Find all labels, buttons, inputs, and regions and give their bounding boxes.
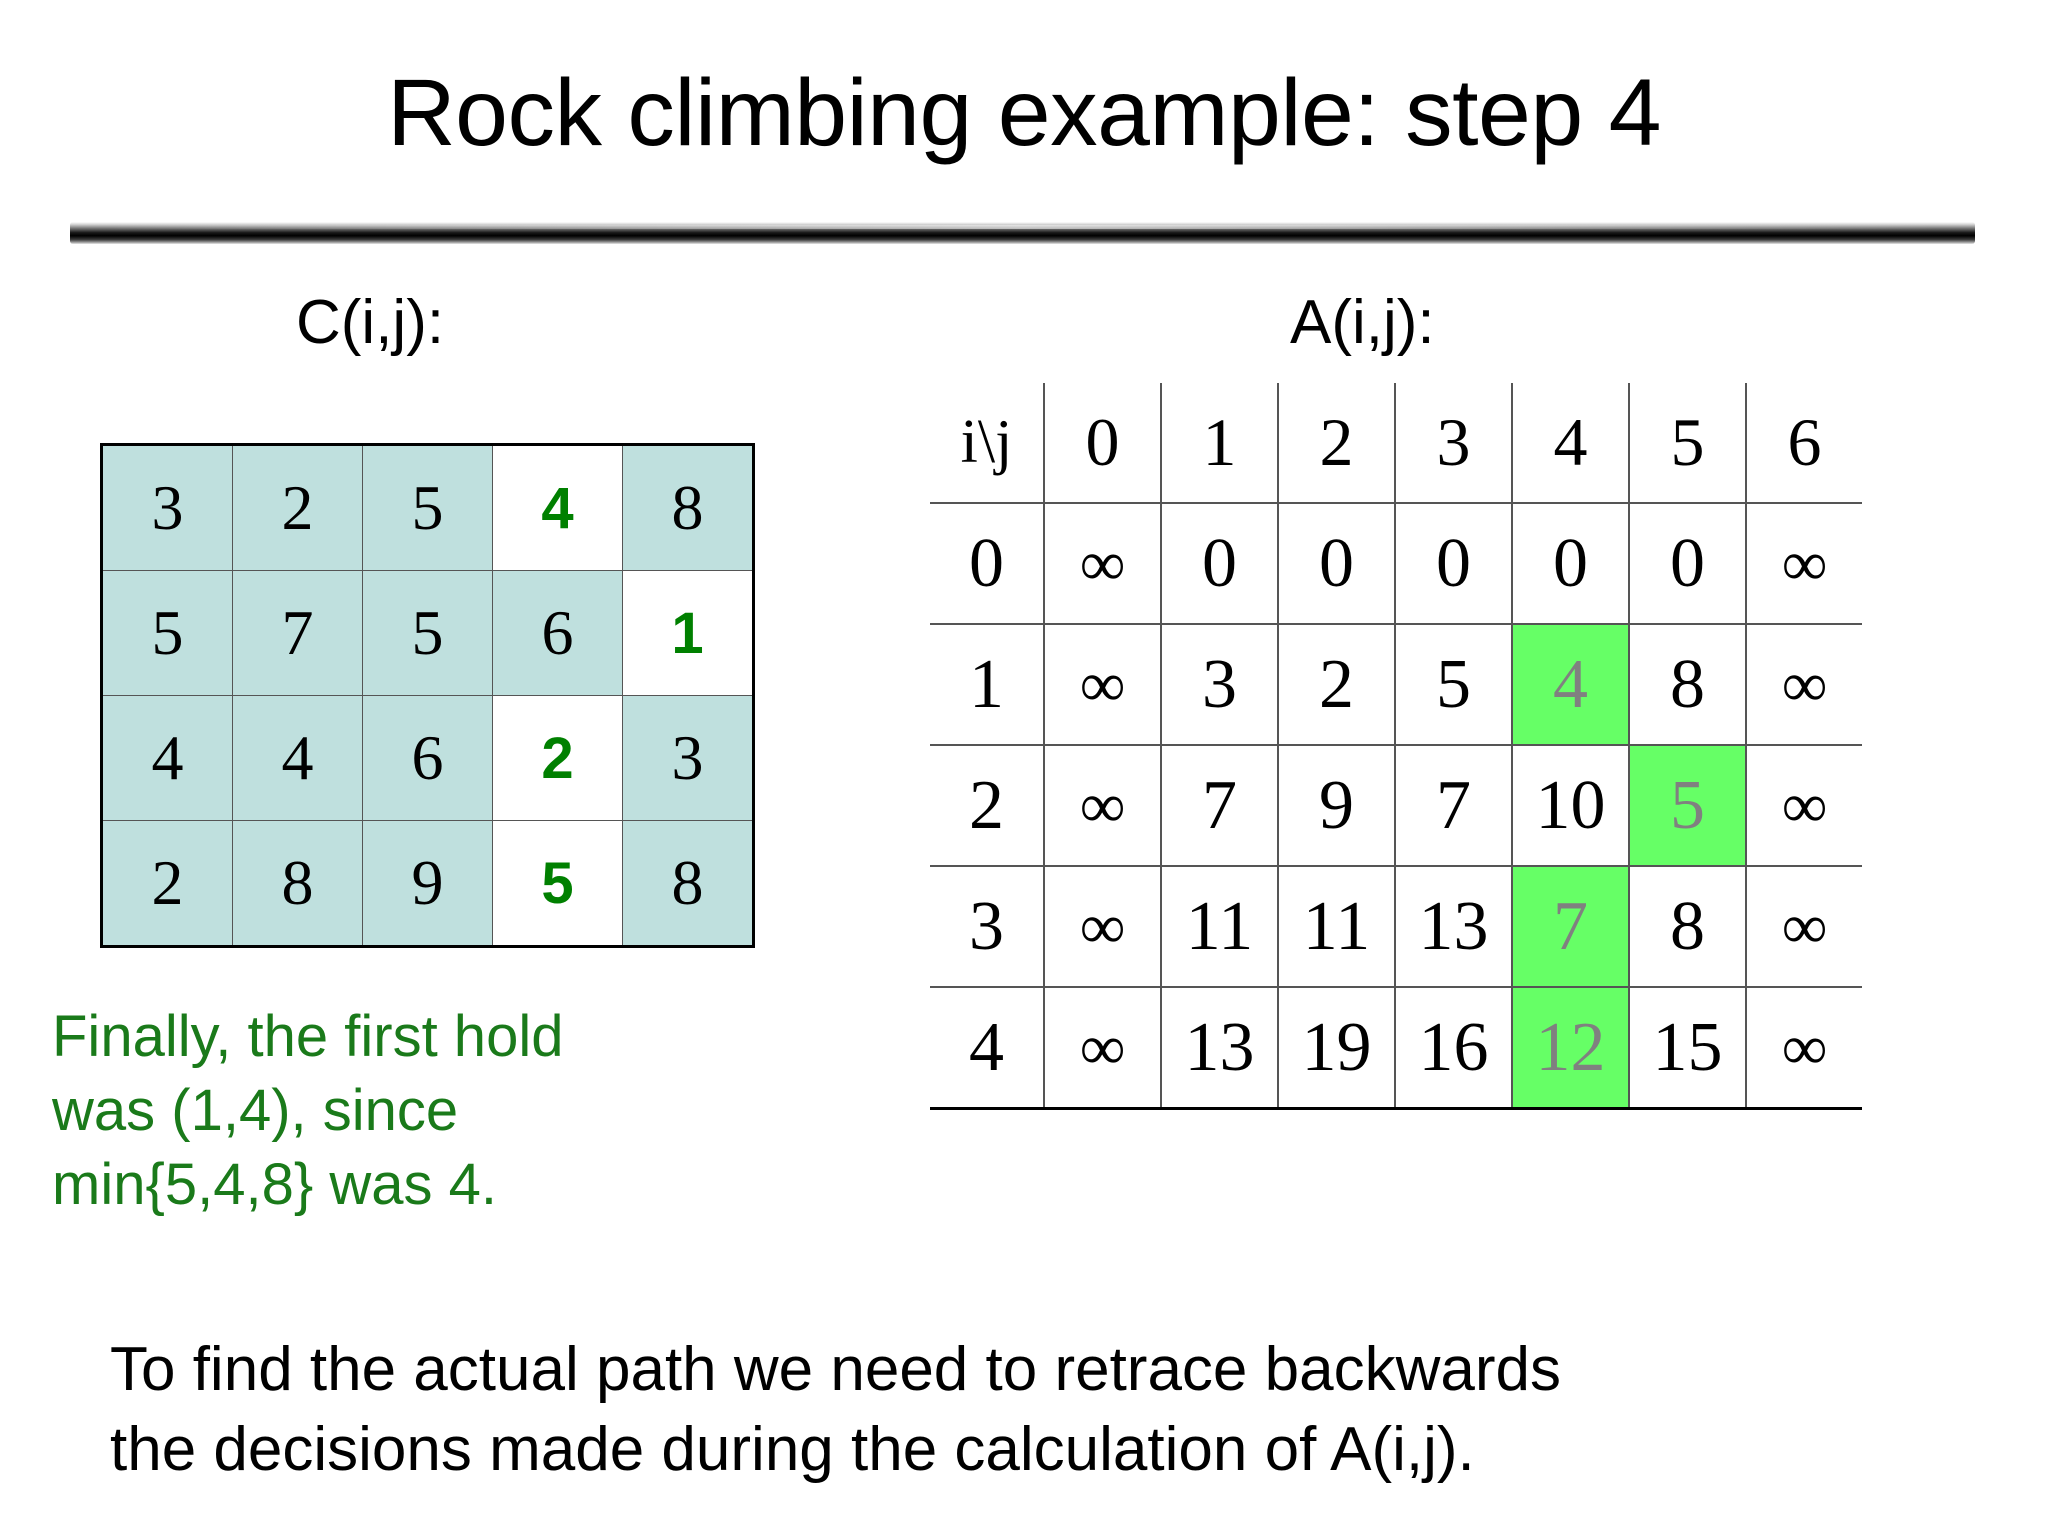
c-matrix-cell-2-4: 1 xyxy=(622,570,754,696)
c-matrix-cell-3-0: 4 xyxy=(101,695,233,821)
bottom-note-line-1: To find the actual path we need to retra… xyxy=(110,1335,1561,1404)
caption-line-2: was (1,4), since xyxy=(52,1078,459,1143)
a-matrix-cell-1-0: ∞ xyxy=(1043,624,1162,746)
a-matrix-cell-1-3: 5 xyxy=(1394,624,1513,746)
a-matrix-cell-4-0: ∞ xyxy=(1043,987,1162,1110)
a-matrix-cell-3-2: 11 xyxy=(1277,866,1396,988)
a-matrix-col-header-0: 0 xyxy=(1043,383,1162,504)
a-matrix-cell-0-1: 0 xyxy=(1160,503,1279,625)
a-matrix-cell-4-3: 16 xyxy=(1394,987,1513,1110)
c-matrix-cell-1-0: 3 xyxy=(101,444,233,571)
bottom-note: To find the actual path we need to retra… xyxy=(110,1330,1910,1490)
a-matrix-cell-4-1: 13 xyxy=(1160,987,1279,1110)
a-matrix-cell-2-2: 9 xyxy=(1277,745,1396,867)
retrace-caption: Finally, the first hold was (1,4), since… xyxy=(52,1000,752,1222)
a-matrix-cell-3-6: ∞ xyxy=(1745,866,1862,988)
c-matrix-cell-2-1: 7 xyxy=(232,570,363,696)
caption-line-1: Finally, the first hold xyxy=(52,1004,564,1069)
c-matrix-cell-2-2: 5 xyxy=(362,570,493,696)
a-matrix-col-header-4: 4 xyxy=(1511,383,1630,504)
c-matrix-cell-3-1: 4 xyxy=(232,695,363,821)
a-matrix-cell-4-5: 15 xyxy=(1628,987,1747,1110)
a-matrix-cell-1-5: 8 xyxy=(1628,624,1747,746)
c-matrix-cell-3-3: 2 xyxy=(492,695,623,821)
a-matrix-cell-3-0: ∞ xyxy=(1043,866,1162,988)
a-matrix-cell-4-2: 19 xyxy=(1277,987,1396,1110)
a-matrix-cell-0-4: 0 xyxy=(1511,503,1630,625)
a-matrix-cell-0-6: ∞ xyxy=(1745,503,1862,625)
a-matrix-label: A(i,j): xyxy=(1290,288,1435,357)
a-matrix-col-header-6: 6 xyxy=(1745,383,1862,504)
a-matrix-cell-2-4: 10 xyxy=(1511,745,1630,867)
a-matrix-corner-label: i\j xyxy=(930,383,1045,504)
a-matrix-cell-1-2: 2 xyxy=(1277,624,1396,746)
a-matrix-cell-0-3: 0 xyxy=(1394,503,1513,625)
c-matrix-cell-1-2: 5 xyxy=(362,444,493,571)
a-matrix-cell-3-1: 11 xyxy=(1160,866,1279,988)
c-matrix-cell-4-3: 5 xyxy=(492,820,623,947)
a-matrix-cell-1-6: ∞ xyxy=(1745,624,1862,746)
a-matrix-cell-2-3: 7 xyxy=(1394,745,1513,867)
a-matrix-cell-1-1: 3 xyxy=(1160,624,1279,746)
a-matrix-cell-3-3: 13 xyxy=(1394,866,1513,988)
a-matrix-cell-2-6: ∞ xyxy=(1745,745,1862,867)
c-matrix-cell-3-4: 3 xyxy=(622,695,754,821)
a-matrix-cell-2-5: 5 xyxy=(1628,745,1747,867)
a-matrix-col-header-5: 5 xyxy=(1628,383,1747,504)
c-matrix-cell-4-1: 8 xyxy=(232,820,363,947)
a-matrix-cell-3-4: 7 xyxy=(1511,866,1630,988)
a-matrix-cell-4-6: ∞ xyxy=(1745,987,1862,1110)
a-matrix-row-header-1: 1 xyxy=(930,624,1045,746)
a-matrix-cell-3-5: 8 xyxy=(1628,866,1747,988)
c-matrix-cell-2-0: 5 xyxy=(101,570,233,696)
a-matrix-row-header-4: 4 xyxy=(930,987,1045,1110)
a-matrix-col-header-2: 2 xyxy=(1277,383,1396,504)
divider-highlight xyxy=(108,225,1937,229)
a-matrix-row-header-3: 3 xyxy=(930,866,1045,988)
a-matrix-row-header-0: 0 xyxy=(930,503,1045,625)
c-matrix-cell-4-4: 8 xyxy=(622,820,754,947)
a-matrix-cell-2-1: 7 xyxy=(1160,745,1279,867)
a-matrix-cell-1-4: 4 xyxy=(1511,624,1630,746)
a-matrix-cell-0-2: 0 xyxy=(1277,503,1396,625)
a-matrix-cell-4-4: 12 xyxy=(1511,987,1630,1110)
c-matrix-cell-1-4: 8 xyxy=(622,444,754,571)
c-matrix-cell-1-3: 4 xyxy=(492,444,623,571)
c-matrix-label: C(i,j): xyxy=(296,288,445,357)
c-matrix-cell-3-2: 6 xyxy=(362,695,493,821)
caption-line-3: min{5,4,8} was 4. xyxy=(52,1152,497,1217)
title-divider xyxy=(70,222,1975,244)
c-matrix-cell-2-3: 6 xyxy=(492,570,623,696)
a-matrix-col-header-3: 3 xyxy=(1394,383,1513,504)
a-matrix-cell-0-5: 0 xyxy=(1628,503,1747,625)
c-matrix-cell-1-1: 2 xyxy=(232,444,363,571)
a-matrix-cell-2-0: ∞ xyxy=(1043,745,1162,867)
bottom-note-line-2: the decisions made during the calculatio… xyxy=(110,1415,1475,1484)
a-matrix-cell-0-0: ∞ xyxy=(1043,503,1162,625)
c-matrix-cell-4-2: 9 xyxy=(362,820,493,947)
a-matrix-row-header-2: 2 xyxy=(930,745,1045,867)
c-matrix-cell-4-0: 2 xyxy=(101,820,233,947)
a-matrix-col-header-1: 1 xyxy=(1160,383,1279,504)
page-title: Rock climbing example: step 4 xyxy=(387,60,1661,166)
